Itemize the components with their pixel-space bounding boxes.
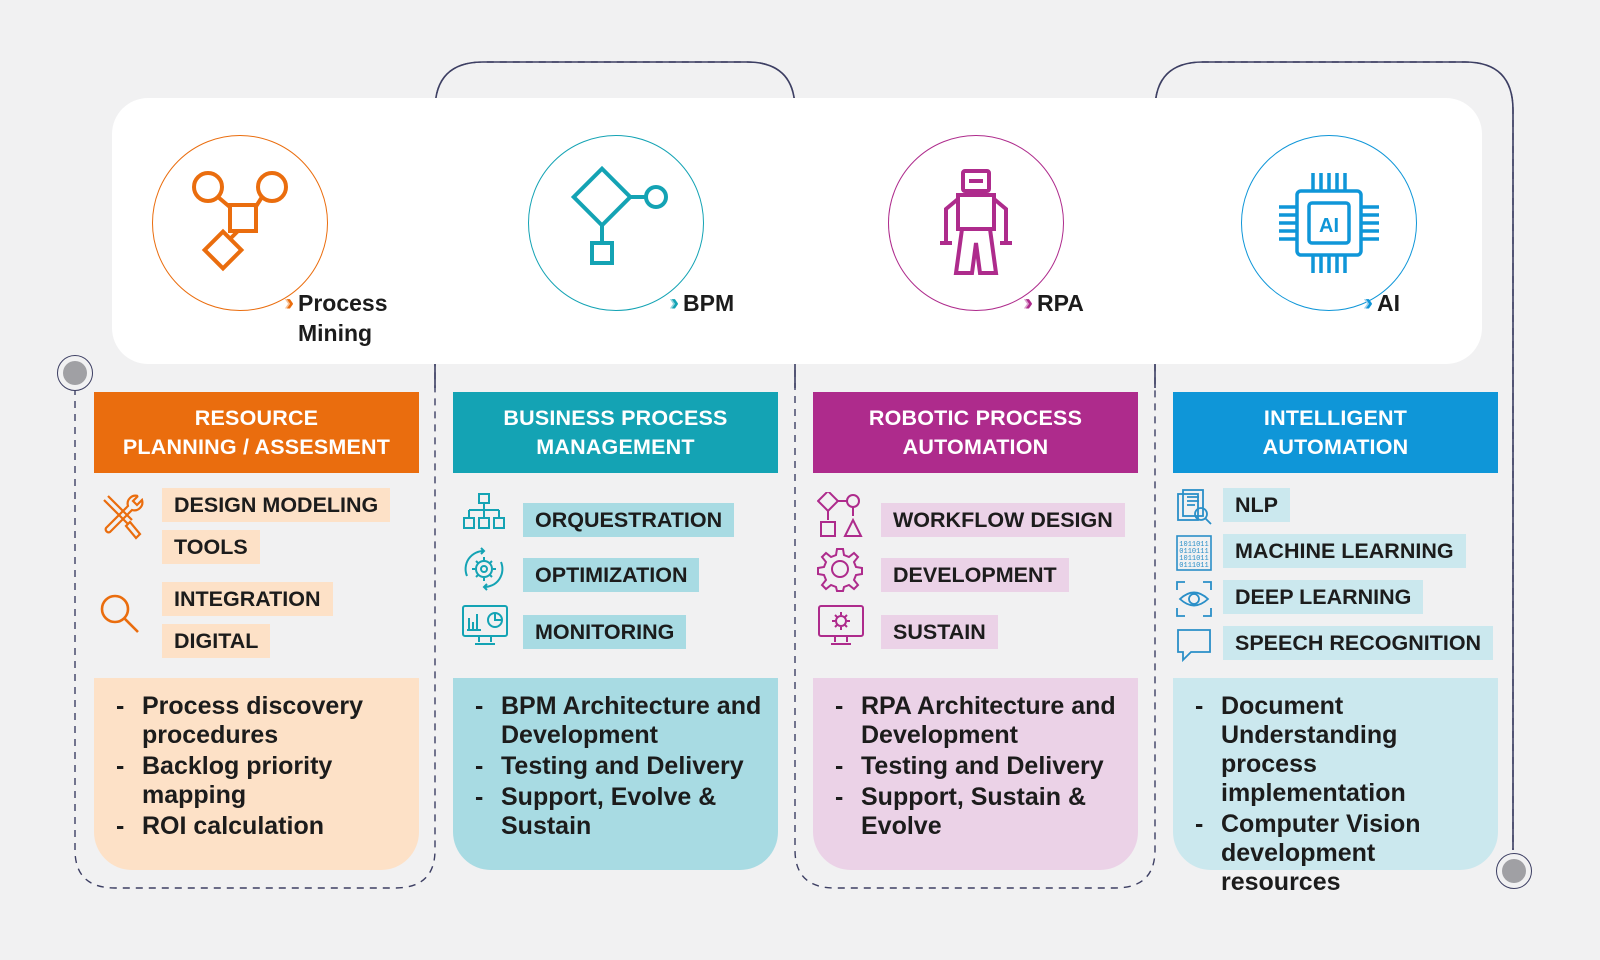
pill-optimization: OPTIMIZATION	[523, 558, 700, 592]
svg-text:1011011: 1011011	[1179, 555, 1208, 563]
bullet-item: Support, Evolve & Sustain	[475, 783, 764, 841]
tag-ai: ›› AI	[1363, 288, 1400, 318]
document-search-icon	[1175, 488, 1213, 526]
items-business-process: ORQUESTRATION OPTIMIZATION MONITORING	[453, 488, 778, 668]
bullets-business-process: BPM Architecture and Development Testing…	[453, 678, 778, 870]
ai-chip-icon: AI	[1279, 173, 1379, 273]
pill-orquestration: ORQUESTRATION	[523, 503, 735, 537]
pill-nlp: NLP	[1223, 488, 1290, 522]
svg-text:1011011: 1011011	[1179, 541, 1208, 549]
pill-monitoring: MONITORING	[523, 615, 687, 649]
pill-speech-recognition: SPEECH RECOGNITION	[1223, 626, 1494, 660]
bullet-item: BPM Architecture and Development	[475, 692, 764, 750]
header-robotic-process: ROBOTIC PROCESS AUTOMATION	[813, 392, 1138, 473]
flow-start-dot	[57, 355, 93, 391]
bullet-item: Testing and Delivery	[475, 752, 764, 781]
gear-cycle-icon	[461, 546, 507, 592]
items-intelligent-automation: NLP 1011011 0110111 1011011 0111011 MACH…	[1173, 488, 1498, 668]
bullet-item: Document Understanding process implement…	[1195, 692, 1484, 808]
workflow-shapes-icon	[817, 492, 863, 538]
chevron-right-icon: ››	[1363, 289, 1373, 316]
process-mining-icon-circle	[152, 135, 328, 311]
column-rpa: ›› RPA ROBOTIC PROCESS AUTOMATION WORKFL…	[813, 0, 1138, 960]
column-ai: AI ›› AI INTELLIGENT AUTOMATION NLP 1011…	[1173, 0, 1498, 960]
speech-bubble-icon	[1175, 626, 1213, 664]
tag-rpa: ›› RPA	[1023, 288, 1084, 318]
pill-digital: DIGITAL	[162, 624, 271, 658]
pill-integration: INTEGRATION	[162, 582, 333, 616]
rpa-icon-circle	[888, 135, 1064, 311]
bullet-item: Process discovery procedures	[116, 692, 405, 750]
ai-icon-circle: AI	[1241, 135, 1417, 311]
bullets-robotic-process: RPA Architecture and Development Testing…	[813, 678, 1138, 870]
tag-label: RPA	[1037, 290, 1084, 316]
monitor-gear-icon	[817, 604, 865, 648]
svg-text:0111011: 0111011	[1179, 562, 1208, 570]
svg-text:0110111: 0110111	[1179, 548, 1208, 556]
tag-label: BPM	[683, 290, 735, 316]
chevron-right-icon: ››	[669, 289, 679, 316]
tag-process-mining: ›› Process Mining	[284, 288, 388, 348]
svg-text:AI: AI	[1319, 215, 1339, 237]
items-resource-planning: DESIGN MODELING TOOLS INTEGRATION DIGITA…	[94, 488, 419, 668]
bpm-flow-icon	[570, 165, 668, 265]
pill-machine-learning: MACHINE LEARNING	[1223, 534, 1466, 568]
eye-scan-icon	[1175, 580, 1213, 618]
tag-bpm: ›› BPM	[669, 288, 734, 318]
bullet-item: Computer Vision development resources	[1195, 810, 1484, 897]
bullet-item: Support, Sustain & Evolve	[835, 783, 1124, 841]
pill-development: DEVELOPMENT	[881, 558, 1069, 592]
org-chart-icon	[461, 492, 507, 532]
pill-sustain: SUSTAIN	[881, 615, 998, 649]
binary-data-icon: 1011011 0110111 1011011 0111011	[1175, 534, 1213, 572]
tag-label: Process Mining	[298, 290, 388, 346]
header-resource-planning: RESOURCE PLANNING / ASSESMENT	[94, 392, 419, 473]
bullets-intelligent-automation: Document Understanding process implement…	[1173, 678, 1498, 896]
chevron-right-icon: ››	[284, 289, 294, 316]
process-mining-icon	[192, 171, 288, 272]
tools-icon	[98, 492, 148, 542]
pill-workflow-design: WORKFLOW DESIGN	[881, 503, 1125, 537]
bullet-item: RPA Architecture and Development	[835, 692, 1124, 750]
bullet-item: Testing and Delivery	[835, 752, 1124, 781]
items-robotic-process: WORKFLOW DESIGN DEVELOPMENT SUSTAIN	[813, 488, 1138, 668]
robot-icon	[940, 169, 1012, 275]
pill-tools: TOOLS	[162, 530, 260, 564]
gear-icon	[817, 546, 863, 592]
bullet-item: ROI calculation	[116, 812, 405, 841]
pill-deep-learning: DEEP LEARNING	[1223, 580, 1424, 614]
pill-design-modeling: DESIGN MODELING	[162, 488, 391, 522]
tag-label: AI	[1377, 290, 1400, 316]
header-business-process: BUSINESS PROCESS MANAGEMENT	[453, 392, 778, 473]
magnifier-icon	[98, 592, 142, 636]
flow-end-dot	[1496, 853, 1532, 889]
monitor-chart-icon	[461, 604, 509, 648]
bpm-icon-circle	[528, 135, 704, 311]
chevron-right-icon: ››	[1023, 289, 1033, 316]
bullet-item: Backlog priority mapping	[116, 752, 405, 810]
header-intelligent-automation: INTELLIGENT AUTOMATION	[1173, 392, 1498, 473]
column-bpm: ›› BPM BUSINESS PROCESS MANAGEMENT ORQUE…	[453, 0, 778, 960]
bullets-resource-planning: Process discovery procedures Backlog pri…	[94, 678, 419, 870]
column-process-mining: ›› Process Mining RESOURCE PLANNING / AS…	[94, 0, 419, 960]
